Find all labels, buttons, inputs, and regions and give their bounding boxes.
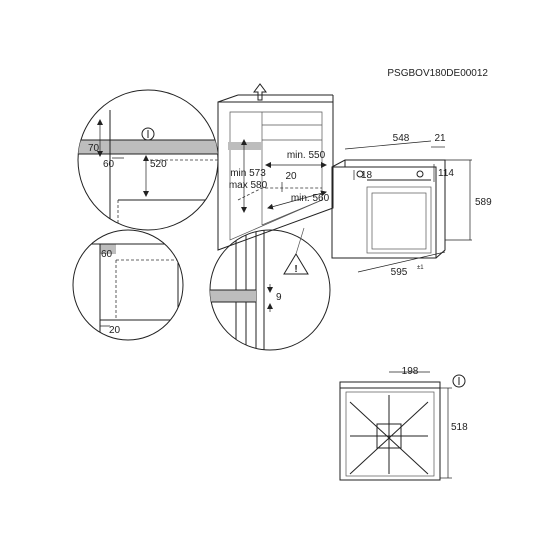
detail-warning: ! 9 [209, 227, 331, 351]
oven-drawing: 548 21 18 114 589 595 ±1 [331, 133, 492, 278]
oven-front-tolerance: ±1 [417, 265, 424, 271]
cabinet-min-depth: min. 560 [291, 193, 330, 204]
cabinet-min-width: min. 550 [287, 150, 326, 161]
cabinet-min-height: min 573 [230, 168, 266, 179]
cabinet-gap: 20 [285, 171, 297, 182]
cabinet-drawing: min 573 max 580 min. 550 20 min. 560 [198, 83, 334, 251]
oven-front-depth: 21 [434, 133, 446, 144]
oven-knob-icon [416, 170, 424, 178]
svg-text:!: ! [294, 264, 297, 275]
detail-top-60: 60 [103, 159, 115, 170]
detail-top-520: 520 [150, 159, 167, 170]
detail-bottom: 60 20 [72, 229, 184, 341]
doc-code: PSGBOV180DE00012 [387, 68, 488, 79]
detail-bottom-20: 20 [109, 325, 121, 336]
power-plug-icon [452, 374, 466, 388]
oven-width: 548 [393, 133, 410, 144]
detail-top: 70 60 520 [77, 89, 219, 231]
plan-drawing: 198 518 [339, 366, 468, 481]
plan-198: 198 [402, 366, 419, 377]
warning-icon [283, 253, 309, 275]
up-arrow-icon [253, 83, 267, 101]
oven-top: 114 [438, 168, 454, 179]
detail-top-70: 70 [88, 143, 100, 154]
oven-panel: 18 [361, 170, 373, 181]
detail-warning-9: 9 [276, 292, 282, 303]
oven-knob-icon [356, 170, 364, 178]
detail-bottom-60: 60 [101, 249, 113, 260]
cabinet-max-height: max 580 [229, 180, 268, 191]
power-plug-icon [141, 127, 155, 141]
plan-518: 518 [451, 422, 468, 433]
oven-front-width: 595 [391, 267, 408, 278]
oven-height: 589 [475, 197, 492, 208]
